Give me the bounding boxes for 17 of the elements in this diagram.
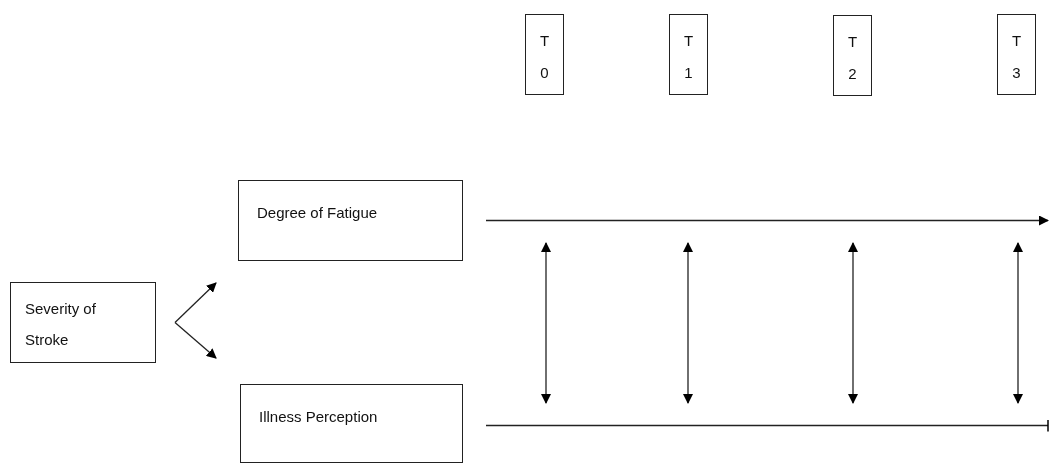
time-point-box (997, 14, 1036, 95)
time-point-label: T 2 (846, 32, 859, 84)
concept-box (238, 180, 463, 261)
concept-label: Degree of Fatigue (257, 203, 379, 223)
time-point-label: T 3 (1010, 31, 1023, 83)
time-point-label: T 0 (538, 31, 551, 83)
concept-label: Illness Perception (259, 407, 379, 427)
arrow (485, 215, 1049, 226)
arrow (174, 282, 217, 324)
concept-box (10, 282, 156, 363)
time-point-label: T 1 (682, 31, 695, 83)
concept-box (240, 384, 463, 463)
time-point-box (833, 15, 872, 96)
time-point-box (525, 14, 564, 95)
concept-label: Severity of Stroke (25, 299, 97, 350)
arrow (174, 321, 217, 359)
time-point-box (669, 14, 708, 95)
